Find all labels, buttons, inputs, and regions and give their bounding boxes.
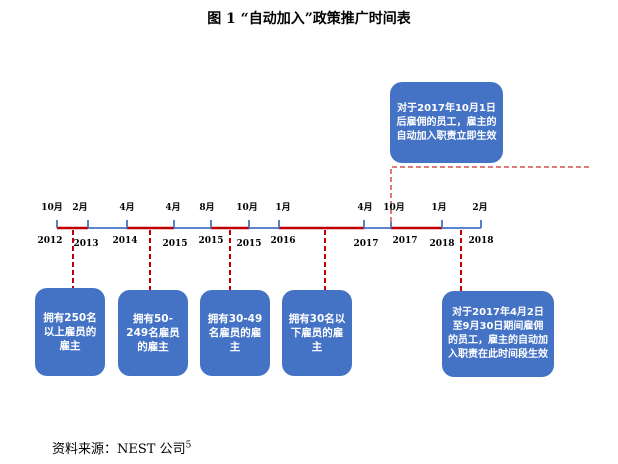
box-250-plus: 拥有250名以上雇员的雇主	[35, 288, 105, 376]
year-label: 2014	[112, 236, 138, 246]
month-label: 4月	[165, 203, 181, 213]
box-apr-sep-2017: 对于2017年4月2日至9月30日期间雇佣的员工，雇主的自动加入职责在此时间段生…	[442, 291, 554, 377]
year-label: 2017	[392, 236, 418, 246]
month-label: 2月	[72, 203, 88, 213]
box-after-oct-2017: 对于2017年10月1日后雇佣的员工，雇主的自动加入职责立即生效	[390, 82, 503, 163]
year-label: 2012	[37, 236, 63, 246]
month-label: 1月	[431, 203, 447, 213]
box-50-249: 拥有50-249名雇员的雇主	[118, 290, 188, 376]
source-note: 资料来源：NEST 公司5	[52, 438, 191, 457]
month-label: 4月	[119, 203, 135, 213]
month-label: 10月	[236, 203, 258, 213]
year-label: 2018	[429, 239, 455, 249]
month-label: 10月	[41, 203, 63, 213]
footnote-ref: 5	[185, 440, 192, 451]
year-label: 2018	[468, 236, 494, 246]
year-label: 2015	[236, 239, 262, 249]
month-label: 8月	[199, 203, 215, 213]
year-label: 2017	[353, 239, 379, 249]
month-label: 10月	[383, 203, 405, 213]
year-label: 2013	[73, 239, 99, 249]
year-label: 2015	[198, 236, 224, 246]
box-under-30: 拥有30名以下雇员的雇主	[282, 290, 352, 376]
month-label: 4月	[357, 203, 373, 213]
source-text: 资料来源：NEST 公司	[52, 442, 186, 457]
year-label: 2016	[270, 236, 296, 246]
dropline-top	[390, 166, 590, 222]
year-label: 2015	[162, 239, 188, 249]
month-label: 2月	[472, 203, 488, 213]
figure-title: 图 1 “自动加入”政策推广时间表	[207, 11, 411, 27]
month-label: 1月	[275, 203, 291, 213]
box-30-49: 拥有30-49名雇员的雇主	[200, 290, 270, 376]
